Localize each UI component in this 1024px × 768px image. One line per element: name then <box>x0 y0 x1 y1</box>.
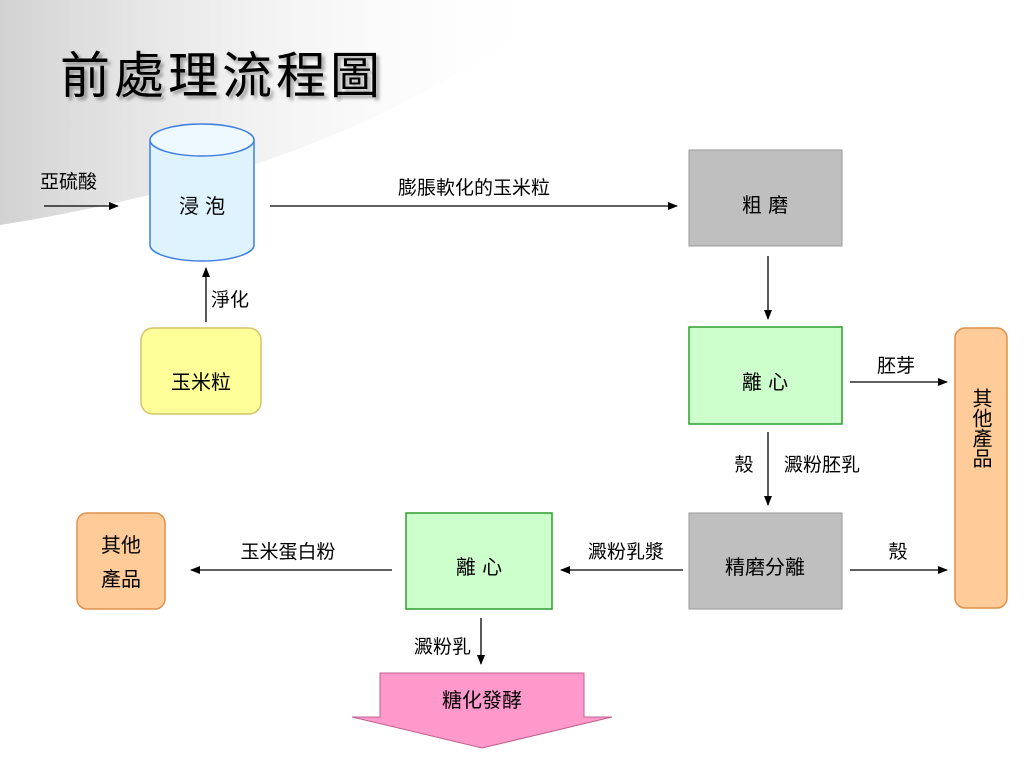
saccharification-label: 糖化發酵 <box>442 688 522 712</box>
corn-kernel-label: 玉米粒 <box>171 370 231 394</box>
label-purify: 淨化 <box>211 289 249 311</box>
slide-title: 前處理流程圖 <box>60 47 384 105</box>
centrifuge-2-label: 離 心 <box>456 555 502 579</box>
coarse-grind-label: 粗 磨 <box>742 193 788 217</box>
other-products-left-line2: 產品 <box>101 567 141 591</box>
label-starch-endosperm: 澱粉胚乳 <box>784 454 860 476</box>
saccharification-arrow-node: 糖化發酵 <box>351 672 613 749</box>
centrifuge-node-2: 離 心 <box>405 512 553 610</box>
soak-tank-node: 浸 泡 <box>149 123 255 262</box>
centrifuge-node-1: 離 心 <box>688 326 843 425</box>
centrifuge-1-label: 離 心 <box>742 370 788 394</box>
coarse-grind-node: 粗 磨 <box>688 149 843 247</box>
label-starch-milk: 澱粉乳 <box>414 636 471 658</box>
fine-grind-separation-label: 精磨分離 <box>725 555 805 579</box>
other-products-left-line1: 其他 <box>101 533 141 557</box>
label-starch-slurry: 澱粉乳漿 <box>588 541 664 563</box>
other-products-right-label: 其他產品 <box>969 388 993 468</box>
label-hull-1: 殼 <box>734 454 753 476</box>
other-products-right-node: 其他產品 <box>954 327 1008 609</box>
label-germ: 胚芽 <box>877 355 915 377</box>
label-hull-2: 殼 <box>888 541 907 563</box>
other-products-left-node: 其他 產品 <box>76 512 166 610</box>
corn-kernel-node: 玉米粒 <box>140 327 262 415</box>
soak-label: 浸 泡 <box>179 194 225 218</box>
label-swollen-corn: 膨脹軟化的玉米粒 <box>398 177 550 199</box>
fine-grind-separation-node: 精磨分離 <box>688 512 843 610</box>
label-corn-protein: 玉米蛋白粉 <box>240 541 335 563</box>
label-sulfurous-acid: 亞硫酸 <box>40 171 97 193</box>
